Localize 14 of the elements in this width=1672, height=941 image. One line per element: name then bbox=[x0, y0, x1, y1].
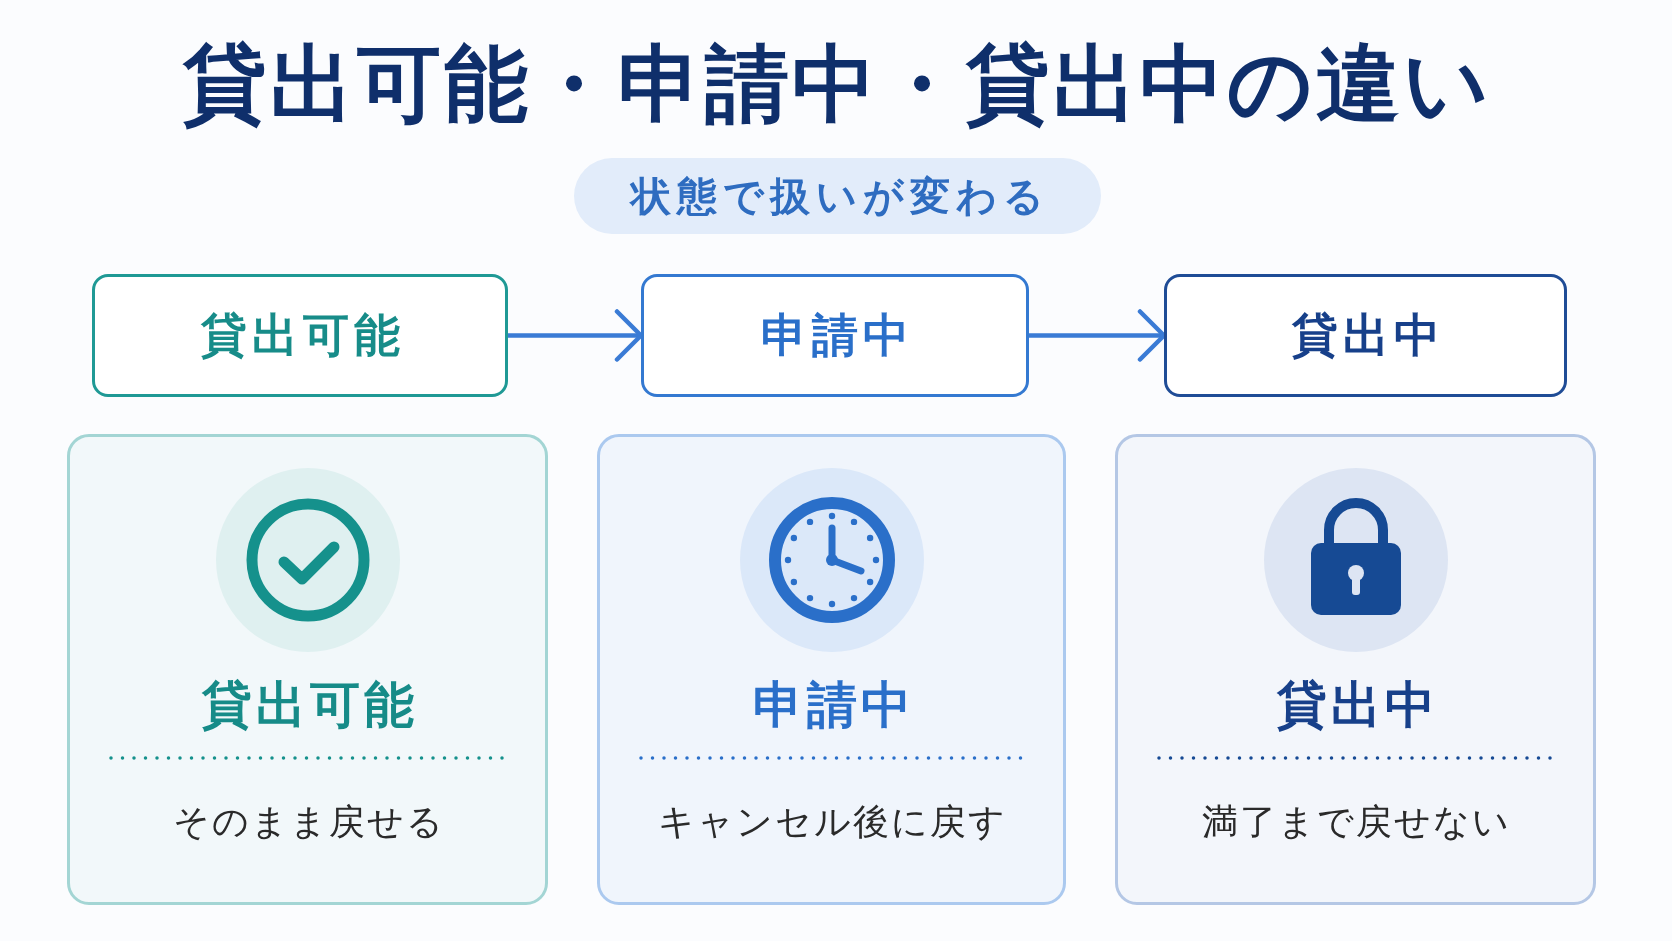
card-description: そのまま戻せる bbox=[171, 800, 445, 844]
subtitle-pill: 状態で扱いが変わる bbox=[574, 158, 1101, 234]
status-card bbox=[1115, 434, 1596, 905]
card-description: 満了まで戻せない bbox=[1201, 800, 1511, 844]
card-description: キャンセル後に戻す bbox=[657, 800, 1007, 844]
status-card bbox=[597, 434, 1066, 905]
card-heading: 貸出中 bbox=[1275, 675, 1439, 736]
status-box: 申請中 bbox=[641, 274, 1029, 397]
status-box: 貸出中 bbox=[1164, 274, 1567, 397]
status-box: 貸出可能 bbox=[92, 274, 508, 397]
card-heading: 貸出可能 bbox=[200, 675, 418, 736]
title: 貸出可能・申請中・貸出中の違い bbox=[181, 34, 1492, 134]
status-card bbox=[67, 434, 548, 905]
card-heading: 申請中 bbox=[751, 675, 915, 736]
